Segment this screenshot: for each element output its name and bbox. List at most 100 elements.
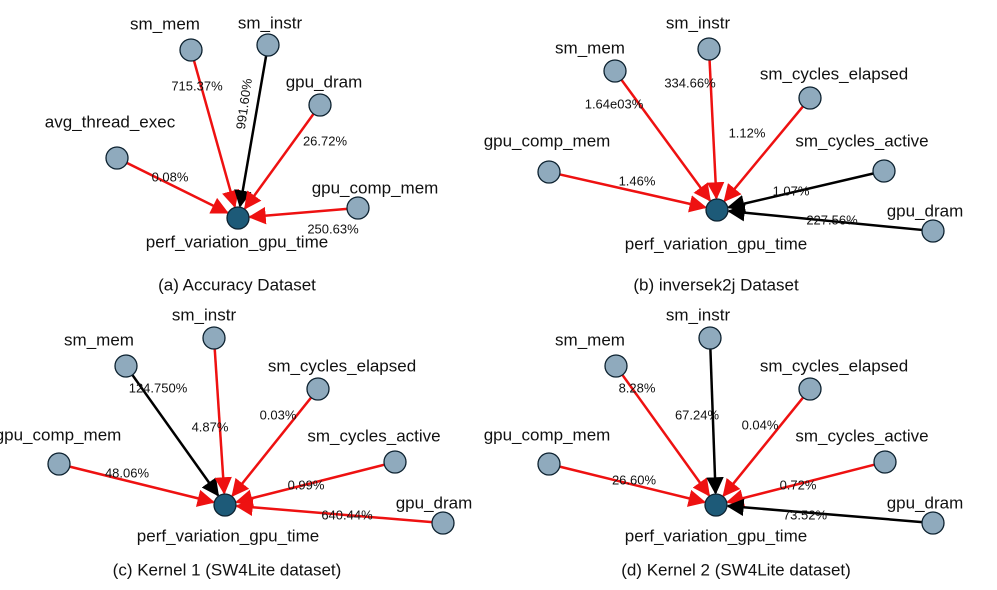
edge-label-gpu-dram: 73.52% [783, 507, 828, 522]
node-gpu-comp-mem [537, 160, 561, 184]
edge-sm-instr [706, 59, 725, 200]
edge-label-sm-cycles-elapsed: 1.12% [729, 125, 766, 140]
edge-gpu-comp-mem [559, 465, 707, 507]
node-label-gpu-comp-mem: gpu_comp_mem [484, 131, 611, 150]
node-label-sm-mem: sm_mem [64, 330, 134, 349]
node-perf-variation-gpu-time [226, 206, 250, 230]
edge-sm-cycles-elapsed [723, 105, 804, 203]
node-label-sm-instr: sm_instr [666, 13, 731, 32]
edge-sm-cycles-elapsed [722, 396, 805, 498]
edge-gpu-comp-mem [69, 465, 216, 507]
node-perf-variation-gpu-time [213, 493, 237, 517]
panel-caption: (a) Accuracy Dataset [158, 275, 316, 294]
node-label-gpu-dram: gpu_dram [396, 493, 473, 512]
node-gpu-dram [431, 511, 455, 535]
nodes [537, 326, 945, 535]
edge-sm-mem [621, 374, 711, 497]
target-label: perf_variation_gpu_time [625, 526, 807, 545]
node-label-gpu-dram: gpu_dram [286, 72, 363, 91]
nodes [105, 33, 370, 230]
edge-label-gpu-dram: 227.56% [806, 212, 858, 227]
edge-sm-mem [131, 374, 220, 497]
node-label-sm-instr: sm_instr [666, 305, 731, 324]
edges [559, 59, 923, 232]
node-sm-cycles-elapsed [798, 86, 822, 110]
nodes [537, 37, 945, 243]
node-label-sm-mem: sm_mem [130, 14, 200, 33]
edge-label-gpu-comp-mem: 48.06% [105, 465, 150, 480]
edges [69, 348, 433, 524]
node-sm-mem [603, 59, 627, 83]
edge-label-sm-mem: 1.64e03% [585, 96, 644, 111]
node-gpu-dram [308, 93, 332, 117]
edges [559, 348, 923, 524]
edge-label-gpu-comp-mem: 26.60% [612, 472, 657, 487]
edge-label-sm-mem: 715.37% [171, 78, 223, 93]
edge-label-avg-thread-exec: 0.08% [152, 169, 189, 184]
node-label-gpu-comp-mem: gpu_comp_mem [484, 425, 611, 444]
edge-label-gpu-comp-mem: 250.63% [307, 221, 359, 236]
edge-avg-thread-exec [126, 161, 229, 214]
edge-label-sm-cycles-active: 0.99% [288, 477, 325, 492]
node-avg-thread-exec [105, 146, 129, 170]
edge-gpu-dram [726, 498, 923, 524]
labels: 334.66%1.64e03%1.12%1.46%1.07%227.56%sm_… [484, 13, 964, 294]
node-perf-variation-gpu-time [704, 493, 728, 517]
node-gpu-dram [921, 511, 945, 535]
edge-label-sm-instr: 991.60% [233, 77, 255, 130]
edge-sm-cycles-elapsed [231, 396, 313, 498]
node-sm-mem [604, 354, 628, 378]
panel-caption: (b) inversek2j Dataset [633, 275, 799, 294]
panel-d: 8.28%67.24%0.04%26.60%0.72%73.52%sm_inst… [484, 305, 964, 579]
node-label-sm-mem: sm_mem [555, 38, 625, 57]
edge-sm-instr [234, 55, 268, 208]
target-label: perf_variation_gpu_time [146, 232, 328, 251]
panel-b: 334.66%1.64e03%1.12%1.46%1.07%227.56%sm_… [484, 13, 964, 294]
node-label-gpu-dram: gpu_dram [887, 493, 964, 512]
labels: 124.750%4.87%0.03%48.06%0.99%640.44%sm_i… [0, 305, 472, 579]
node-gpu-comp-mem [47, 452, 71, 476]
edge-label-sm-mem: 124.750% [129, 380, 188, 395]
edge-gpu-dram [235, 498, 433, 524]
panel-caption: (c) Kernel 1 (SW4Lite dataset) [113, 560, 342, 579]
node-sm-cycles-active [873, 450, 897, 474]
edge-label-sm-cycles-elapsed: 0.03% [260, 407, 297, 422]
target-label: perf_variation_gpu_time [625, 234, 807, 253]
labels: 8.28%67.24%0.04%26.60%0.72%73.52%sm_inst… [484, 305, 964, 579]
edge-label-sm-instr: 334.66% [664, 75, 716, 90]
node-label-sm-cycles-elapsed: sm_cycles_elapsed [760, 64, 908, 83]
node-label-gpu-dram: gpu_dram [887, 201, 964, 220]
node-perf-variation-gpu-time [705, 198, 729, 222]
edge-sm-cycles-active [725, 463, 875, 507]
node-sm-cycles-elapsed [798, 377, 822, 401]
node-sm-instr [698, 326, 722, 350]
node-sm-instr [697, 37, 721, 61]
node-label-sm-mem: sm_mem [555, 330, 625, 349]
node-sm-instr [202, 326, 226, 350]
node-gpu-comp-mem [346, 196, 370, 220]
node-label-sm-cycles-active: sm_cycles_active [307, 426, 440, 445]
edge-sm-cycles-active [234, 463, 385, 507]
node-label-sm-cycles-elapsed: sm_cycles_elapsed [760, 356, 908, 375]
node-sm-cycles-elapsed [306, 377, 330, 401]
node-sm-cycles-active [383, 450, 407, 474]
edge-sm-mem [620, 79, 711, 202]
node-label-sm-cycles-active: sm_cycles_active [795, 131, 928, 150]
node-label-sm-instr: sm_instr [238, 13, 303, 32]
edges [126, 55, 348, 225]
panel-caption: (d) Kernel 2 (SW4Lite dataset) [621, 560, 851, 579]
node-label-avg-thread-exec: avg_thread_exec [45, 112, 176, 131]
edge-label-gpu-dram: 640.44% [321, 507, 373, 522]
edge-label-sm-mem: 8.28% [619, 380, 656, 395]
edge-sm-instr [213, 348, 232, 495]
node-label-sm-cycles-elapsed: sm_cycles_elapsed [268, 356, 416, 375]
edge-sm-cycles-active [726, 172, 874, 213]
node-label-sm-cycles-active: sm_cycles_active [795, 426, 928, 445]
edge-sm-instr [706, 348, 724, 495]
node-label-gpu-comp-mem: gpu_comp_mem [0, 425, 121, 444]
edge-label-gpu-comp-mem: 1.46% [619, 173, 656, 188]
node-sm-mem [114, 354, 138, 378]
